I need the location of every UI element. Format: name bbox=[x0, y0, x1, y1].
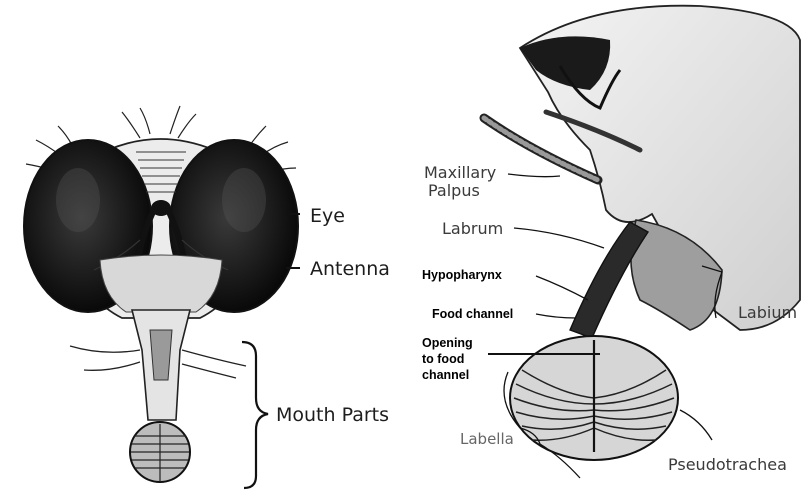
label-labrum: Labrum bbox=[442, 219, 503, 238]
label-opening-line2: to food bbox=[422, 352, 464, 366]
label-labella: Labella bbox=[460, 430, 514, 448]
label-maxillary-line2: Palpus bbox=[428, 181, 480, 200]
side-eye bbox=[520, 36, 610, 90]
label-food-channel: Food channel bbox=[432, 307, 513, 321]
label-mouth-parts: Mouth Parts bbox=[276, 404, 389, 426]
label-pseudotrachea: Pseudotrachea bbox=[668, 455, 787, 474]
label-opening-line3: channel bbox=[422, 368, 469, 382]
fly-mouthparts-side-view: Maxillary Palpus Labrum Hypopharynx Food… bbox=[422, 6, 800, 478]
label-antenna: Antenna bbox=[310, 258, 390, 280]
lower-face bbox=[100, 255, 222, 312]
mouth-parts-bracket bbox=[242, 342, 268, 488]
label-eye: Eye bbox=[310, 205, 345, 227]
label-maxillary-line1: Maxillary bbox=[424, 163, 496, 182]
label-labium: Labium bbox=[738, 303, 797, 322]
label-opening-line1: Opening bbox=[422, 336, 473, 350]
fly-head-front-view: Eye Antenna Mouth Parts bbox=[24, 106, 390, 488]
label-hypopharynx: Hypopharynx bbox=[422, 268, 502, 282]
